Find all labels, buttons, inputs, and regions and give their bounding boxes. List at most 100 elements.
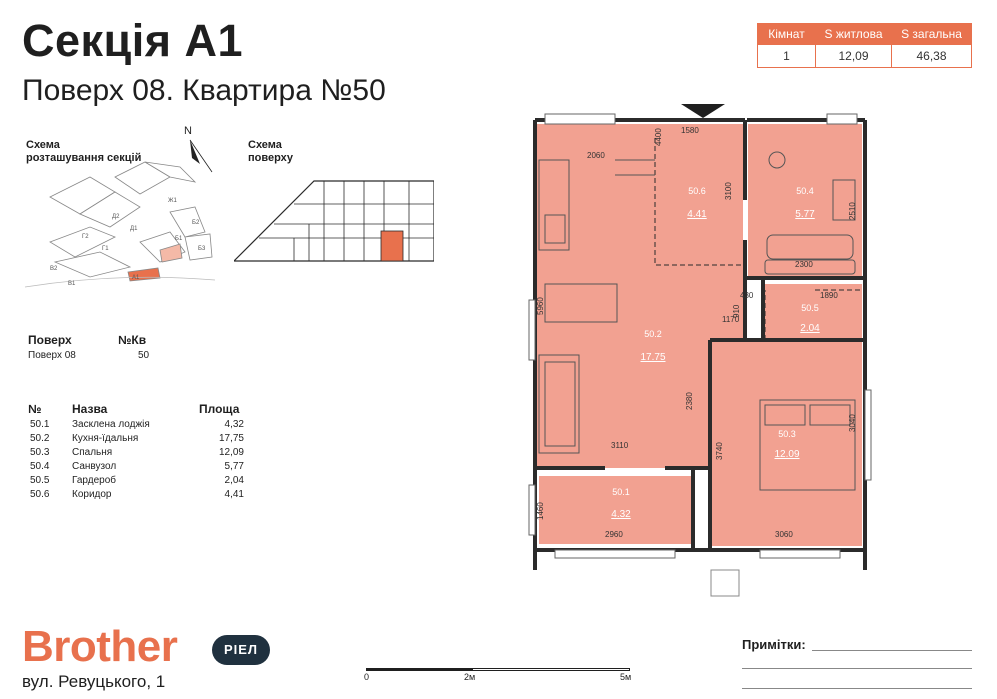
dimension-label: 1890 (820, 291, 838, 300)
scale-label-5m: 5м (620, 672, 632, 682)
room-name: Гардероб (72, 475, 116, 486)
section-tag-d1: Д1 (130, 226, 138, 232)
dimension-label: 3040 (848, 414, 857, 432)
dimension-label: 4400 (654, 128, 663, 146)
room-number: 50.1 (30, 419, 50, 430)
section-tag-g1: Г1 (102, 246, 109, 252)
dimension-label: 1580 (681, 126, 699, 135)
brand-logo: Brother (22, 622, 178, 671)
room-number-header: № (28, 402, 42, 416)
room-number: 50.3 (30, 447, 50, 458)
room-row: 50.4 Санвузол 5,77 (28, 461, 244, 475)
room-area-label-50-1: 4.32 (611, 509, 631, 520)
svg-text:N: N (184, 125, 192, 137)
section-tag-b3: Б3 (198, 246, 206, 252)
room-number: 50.2 (30, 433, 50, 444)
apartment-number-header: №Кв (118, 333, 147, 347)
room-label-50-3: 50.3 (778, 429, 796, 439)
room-name: Коридор (72, 489, 112, 500)
dimension-label: 3100 (724, 182, 733, 200)
rooms-count-value: 1 (757, 44, 816, 68)
floor-value: Поверх 08 (28, 350, 76, 361)
room-row: 50.3 Спальня 12,09 (28, 447, 244, 461)
room-label-50-2: 50.2 (644, 329, 662, 339)
section-tag-b2: Б2 (192, 220, 200, 226)
dimension-label: 2960 (605, 530, 623, 539)
dimension-label: 3110 (611, 441, 629, 450)
summary-table: Кімнат S житлова S загальна 1 12,09 46,3… (757, 23, 972, 68)
balcony-stub (710, 569, 740, 597)
dimension-label: 2060 (587, 151, 605, 160)
room-area-label-50-5: 2.04 (800, 323, 820, 334)
summary-header-row: Кімнат S житлова S загальна (757, 23, 972, 45)
section-tag-zh1: Ж1 (168, 198, 178, 204)
dimension-label: 3740 (715, 442, 724, 460)
floor-apartment-subtitle: Поверх 08. Квартира №50 (22, 74, 386, 107)
dimension-label: 2510 (848, 202, 857, 220)
room-area: 4,32 (224, 419, 244, 430)
notes-label: Примітки: (742, 637, 806, 652)
room-name: Спальня (72, 447, 113, 458)
room-area: 2,04 (224, 475, 244, 486)
room-fill-corridor (635, 124, 743, 336)
summary-value-row: 1 12,09 46,38 (757, 44, 972, 68)
dimension-label: 430 (740, 291, 754, 300)
room-row: 50.1 Засклена лоджія 4,32 (28, 419, 244, 433)
section-tag-a1: А1 (132, 275, 140, 281)
dimension-label: 5960 (536, 297, 545, 315)
scale-bar-segment (472, 668, 630, 671)
brand-badge: РІЕЛ (212, 635, 270, 665)
total-area-header: S загальна (891, 23, 972, 45)
dimension-label: 1460 (536, 502, 545, 520)
dimension-label: 2380 (685, 392, 694, 410)
room-area: 4,41 (224, 489, 244, 500)
room-row: 50.2 Кухня-їдальня 17,75 (28, 433, 244, 447)
scale-label-0: 0 (364, 672, 370, 682)
rooms-count-header: Кімнат (757, 23, 816, 45)
section-tag-v2: В2 (50, 266, 58, 272)
room-fill-bathroom (748, 124, 862, 276)
room-fill-bedroom (711, 338, 862, 546)
floor-column-header: Поверх (28, 333, 72, 347)
room-area-header: Площа (199, 402, 240, 416)
room-name: Кухня-їдальня (72, 433, 139, 444)
room-area-label-50-4: 5.77 (795, 209, 815, 220)
living-area-value: 12,09 (815, 44, 892, 68)
room-fill-wardrobe (765, 284, 862, 340)
room-area-label-50-2: 17.75 (640, 352, 665, 363)
section-tag-g2: Г2 (82, 234, 89, 240)
section-tag-v1: В1 (68, 281, 76, 287)
notes-line (812, 650, 972, 651)
room-row: 50.6 Коридор 4,41 (28, 489, 244, 503)
floor-schema-diagram (234, 180, 434, 262)
section-tag-b1: Б1 (175, 236, 183, 242)
room-number: 50.6 (30, 489, 50, 500)
dimension-label: 910 (732, 304, 741, 318)
room-name: Засклена лоджія (72, 419, 150, 430)
room-row: 50.5 Гардероб 2,04 (28, 475, 244, 489)
room-label-50-6: 50.6 (688, 186, 706, 196)
site-plan-diagram: Ж1 Д2 Д1 Г2 Г1 В2 В1 А1 Б1 Б2 Б3 N (24, 125, 216, 288)
section-tag-d2: Д2 (112, 214, 120, 220)
notes-line (742, 668, 972, 669)
apartment-floor-plan: 50.6 4.41 50.4 5.77 50.5 2.04 50.2 17.75… (528, 104, 872, 597)
floor-schema-label: Схема поверху (248, 139, 294, 164)
room-label-50-5: 50.5 (801, 303, 819, 313)
section-title: Секція А1 (22, 15, 243, 66)
room-label-50-4: 50.4 (796, 186, 814, 196)
room-area: 17,75 (218, 433, 244, 444)
dimension-label: 2300 (795, 260, 813, 269)
notes-line (742, 688, 972, 689)
room-name: Санвузол (72, 461, 117, 472)
room-label-50-1: 50.1 (612, 487, 630, 497)
room-name-header: Назва (72, 402, 108, 416)
room-number: 50.5 (30, 475, 50, 486)
dimension-label: 3060 (775, 530, 793, 539)
room-fill-loggia (539, 476, 691, 544)
room-number: 50.4 (30, 461, 50, 472)
sections-schema-label: Схема розташування секцій (26, 139, 142, 164)
apartment-number-value: 50 (138, 350, 150, 361)
dimension-label: 1170 (722, 315, 740, 324)
north-arrow-icon: N (184, 125, 213, 173)
room-area-label-50-3: 12.09 (774, 449, 799, 460)
